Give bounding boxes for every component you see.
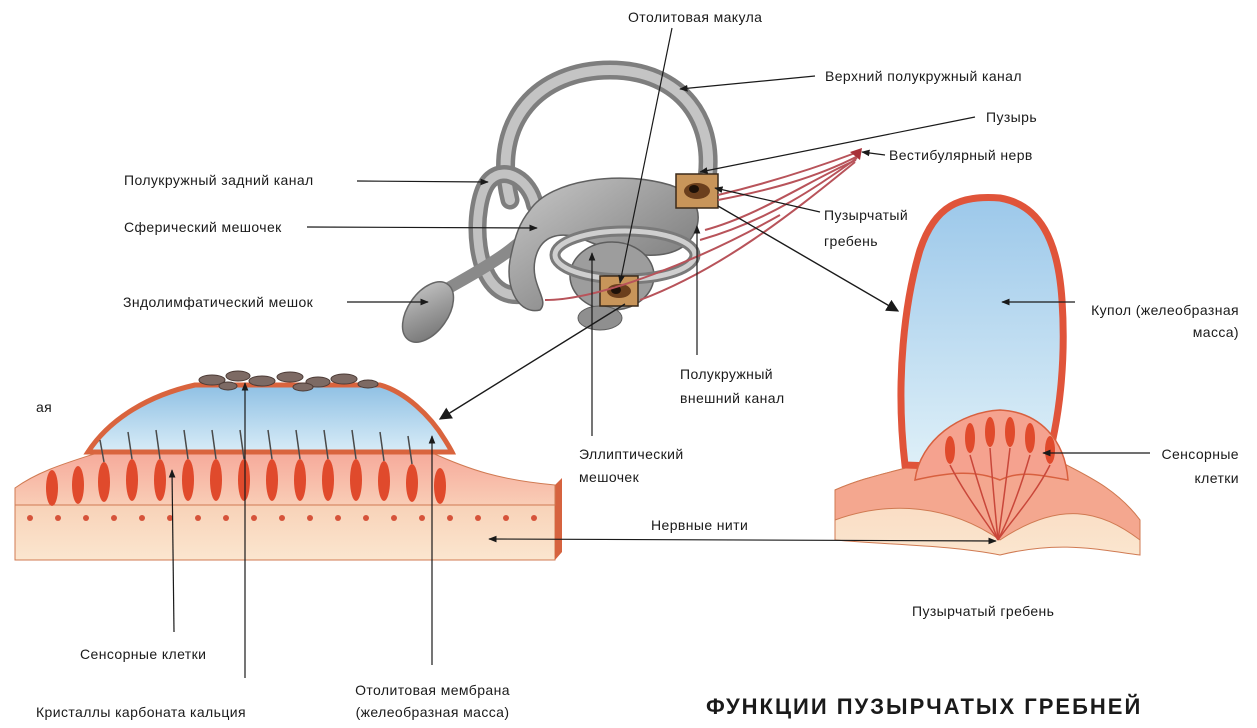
label-calcium-crystals: Кристаллы карбоната кальция [36,704,246,721]
label-crista-caption: Пузырчатый гребень [912,603,1054,620]
label-cupula-line1: Купол (желеобразная [1091,302,1239,319]
label-cupula-line2: масса) [1193,324,1239,341]
label-otolithic-membrane-line2: (желеобразная масса) [300,704,565,721]
label-left-edge-fragment: ая [36,399,52,416]
label-lateral-canal-line1: Полукружный [680,366,773,383]
labyrinth [392,70,862,351]
label-posterior-canal: Полукружный задний канал [124,172,314,189]
label-superior-canal: Верхний полукружный канал [825,68,1022,85]
label-ampulla: Пузырь [986,109,1037,126]
label-saccule: Сферический мешочек [124,219,282,236]
macula-section [15,371,562,560]
section-heading: ФУНКЦИИ ПУЗЫРЧАТЫХ ГРЕБНЕЙ [706,694,1142,720]
label-lateral-canal-line2: внешний канал [680,390,785,407]
label-sensory-cells-right-line1: Сенсорные [1161,446,1239,463]
label-vestibular-nerve: Вестибулярный нерв [889,147,1033,164]
label-crista-line1: Пузырчатый [824,207,908,224]
label-sensory-cells-right-line2: клетки [1194,470,1239,487]
label-otolith-macula: Отолитовая макула [628,9,762,26]
label-crista-line2: гребень [824,233,878,250]
label-sensory-cells-left: Сенсорные клетки [80,646,206,663]
label-endolymphatic-sac: Зндолимфатический мешок [123,294,313,311]
label-utricle-line2: мешочек [579,469,639,486]
label-otolithic-membrane-line1: Отолитовая мембрана [300,682,565,699]
label-utricle-line1: Эллиптический [579,446,684,463]
crista-section [835,198,1140,555]
label-nerve-fibers: Нервные нити [651,517,748,534]
